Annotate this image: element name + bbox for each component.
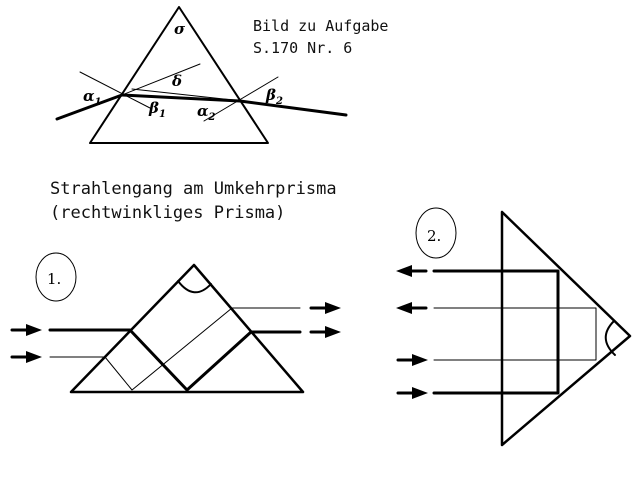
task-caption: Bild zu Aufgabe S.170 Nr. 6 xyxy=(253,15,388,59)
figure-2-label-circle xyxy=(415,207,457,259)
emergent-ray xyxy=(238,99,348,117)
task-caption-line2: S.170 Nr. 6 xyxy=(253,39,353,57)
figure-1-arrow-out-upper xyxy=(309,302,341,314)
figure-1: 1. xyxy=(10,252,341,394)
figure-1-label-circle xyxy=(35,252,77,302)
deviation-prism-figure: σ δ α1 β1 α2 β2 xyxy=(55,6,348,144)
normal-right xyxy=(203,76,279,122)
figure-2-arrow-in-upper xyxy=(396,354,428,366)
label-delta: δ xyxy=(171,72,182,90)
section-title-line2: (rechtwinkliges Prisma) xyxy=(50,203,286,223)
figure-2-right-angle-arc xyxy=(604,320,616,356)
figure-1-label: 1. xyxy=(47,270,61,288)
figure-1-ray-upper xyxy=(48,328,302,392)
figure-2-ray-outer xyxy=(432,269,560,395)
figure-1-prism xyxy=(69,263,305,394)
figure-1-right-angle-arc xyxy=(177,280,212,294)
figure-2-ray-inner xyxy=(433,307,597,361)
label-alpha2: α2 xyxy=(197,102,216,123)
incident-ray xyxy=(55,93,124,121)
figure-2-label: 2. xyxy=(427,227,441,245)
label-sigma: σ xyxy=(174,20,186,38)
figure-2-arrow-out-lower xyxy=(396,302,428,314)
label-alpha1: α1 xyxy=(83,87,102,108)
label-beta2: β2 xyxy=(265,86,283,107)
figure-2-prism xyxy=(500,210,632,447)
task-caption-line1: Bild zu Aufgabe xyxy=(253,17,389,35)
refracted-ray-inside xyxy=(120,93,242,103)
figure-1-arrow-out-lower xyxy=(309,326,341,338)
label-beta1: β1 xyxy=(148,99,166,120)
figure-2: 2. xyxy=(396,207,632,447)
prism-triangle xyxy=(89,6,269,144)
incident-ray-extension xyxy=(121,63,201,96)
figure-2-arrow-out-upper xyxy=(396,265,428,277)
figure-2-arrow-in-lower xyxy=(396,387,428,399)
normal-left xyxy=(79,71,151,109)
figure-1-ray-lower xyxy=(49,307,301,391)
figure-1-arrow-in-upper xyxy=(10,324,42,336)
figure-1-arrow-in-lower xyxy=(10,351,42,363)
section-title: Strahlengang am Umkehrprisma (rechtwinkl… xyxy=(50,177,337,225)
section-title-line1: Strahlengang am Umkehrprisma xyxy=(50,179,337,199)
